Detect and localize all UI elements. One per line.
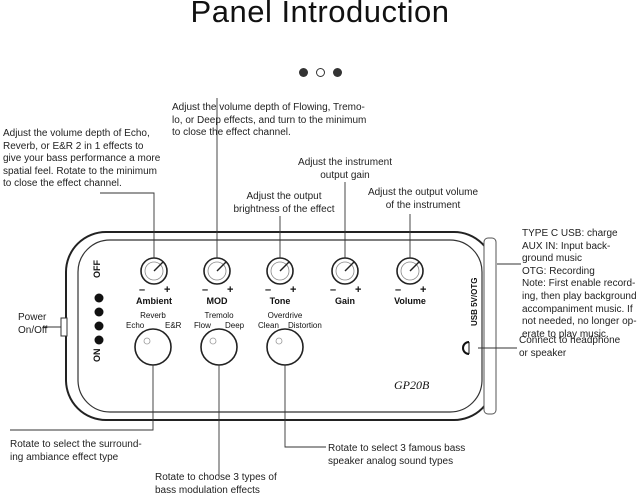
annotation-line: lo, or Deep effects, and turn to the min…: [172, 114, 367, 126]
selector-reverb-right: E&R: [165, 321, 182, 330]
annotation-line: Rotate to select 3 famous bass: [328, 443, 466, 454]
annotation-usb: TYPE C USB: charge AUX IN: Input back- g…: [522, 228, 640, 341]
annotation-line: Rotate to choose 3 types of: [155, 472, 277, 483]
knob-minus: –: [265, 284, 272, 296]
on-label: ON: [92, 348, 102, 363]
off-label: OFF: [92, 260, 102, 278]
annotation-line: spatial feel. Rotate to the minimum: [3, 165, 157, 177]
annotation-tremolo-knob: Rotate to choose 3 types of bass modulat…: [155, 472, 277, 497]
annotation-power: Power On/Off: [18, 312, 47, 337]
knob-ambient-label: Ambient: [136, 296, 172, 306]
knob-volume-label: Volume: [394, 296, 426, 306]
leader-overdrive: [284, 365, 326, 448]
annotation-line: to close the effect channel.: [172, 127, 291, 139]
knob-minus: –: [202, 284, 209, 296]
selector-overdrive-shape: [266, 328, 304, 366]
annotation-line: Adjust the volume depth of Echo,: [3, 128, 150, 139]
knob-plus: +: [420, 284, 427, 296]
usb-port-label: USB 5V/OTG: [470, 277, 479, 326]
knob-mod-shape: [203, 257, 231, 285]
pager-dot-3[interactable]: [332, 68, 342, 77]
annotation-gain: Adjust the instrument output gain: [295, 157, 395, 182]
led-3: [94, 321, 104, 331]
knob-mod-label: MOD: [206, 296, 228, 306]
annotation-line: Reverb, or E&R 2 in 1 effects to: [3, 140, 144, 152]
knob-plus: +: [355, 284, 362, 296]
page-title: Panel Introduction: [190, 0, 450, 29]
annotation-line: ground music: [522, 253, 583, 265]
selector-reverb-title: Reverb: [140, 311, 166, 320]
device-side-plate: [483, 237, 497, 415]
headphone-jack-icon: [462, 341, 470, 355]
annotation-line: AUX IN: Input back-: [522, 240, 611, 252]
knob-plus: +: [164, 284, 171, 296]
annotation-line: speaker analog sound types: [328, 455, 454, 467]
pager-dot-2[interactable]: [315, 68, 325, 77]
annotation-headphone: Connect to headphone or speaker: [519, 335, 620, 360]
annotation-line: not needed, no longer op-: [522, 316, 637, 328]
selector-overdrive-title: Overdrive: [267, 311, 303, 320]
annotation-line: of the instrument: [385, 199, 461, 211]
annotation-line: give your bass performance a more: [3, 153, 161, 165]
annotation-line: Adjust the output volume: [367, 187, 479, 198]
annotation-line: or speaker: [519, 347, 567, 359]
knob-volume-shape: [396, 257, 424, 285]
led-2: [94, 307, 104, 317]
led-1: [94, 293, 104, 303]
annotation-line: to close the effect channel.: [3, 178, 122, 190]
leader-reverb: [10, 365, 154, 431]
selector-tremolo-shape: [200, 328, 238, 366]
annotation-tone: Adjust the output brightness of the effe…: [225, 191, 343, 216]
pager-dot-1[interactable]: [298, 68, 308, 77]
pager-dots: [0, 68, 640, 80]
annotation-reverb-knob: Rotate to select the surround- ing ambia…: [10, 439, 142, 464]
model-label: GP20B: [394, 378, 430, 392]
annotation-line: TYPE C USB: charge: [522, 228, 618, 239]
annotation-volume: Adjust the output volume of the instrume…: [360, 187, 486, 212]
led-4: [94, 335, 104, 345]
selector-overdrive-left: Clean: [258, 321, 279, 330]
leader-ambient: [100, 192, 155, 258]
annotation-line: ing ambiance effect type: [10, 451, 119, 463]
annotation-line: Adjust the volume depth of Flowing, Trem…: [172, 102, 365, 113]
knob-minus: –: [395, 284, 402, 296]
selector-overdrive-right: Distortion: [288, 321, 322, 330]
annotation-mod: Adjust the volume depth of Flowing, Trem…: [172, 102, 366, 140]
annotation-line: OTG: Recording: [522, 265, 595, 277]
selector-tremolo-title: Tremolo: [204, 311, 234, 320]
knob-minus: –: [330, 284, 337, 296]
annotation-line: Power: [18, 312, 47, 323]
selector-reverb-left: Echo: [126, 321, 145, 330]
annotation-line: Adjust the output: [246, 191, 322, 202]
annotation-line: accompaniment music. If: [522, 303, 633, 315]
annotation-line: ing, then play background: [522, 290, 637, 302]
knob-gain-label: Gain: [334, 296, 355, 306]
selector-reverb-shape: [134, 328, 172, 366]
knob-plus: +: [227, 284, 234, 296]
selector-tremolo-right: Deep: [225, 321, 245, 330]
annotation-line: Note: First enable record-: [522, 278, 636, 290]
annotation-overdrive-knob: Rotate to select 3 famous bass speaker a…: [328, 443, 465, 468]
annotation-line: Adjust the instrument: [298, 157, 392, 168]
annotation-line: bass modulation effects: [155, 484, 260, 496]
annotation-line: Connect to headphone: [519, 335, 621, 346]
selector-tremolo-left: Flow: [194, 321, 211, 330]
annotation-line: brightness of the effect: [233, 203, 335, 215]
power-switch-nub: [60, 317, 68, 337]
annotation-ambient: Adjust the volume depth of Echo, Reverb,…: [3, 128, 160, 191]
knob-plus: +: [290, 284, 297, 296]
annotation-line: erate to play music.: [522, 328, 609, 340]
knob-minus: –: [139, 284, 146, 296]
knob-tone-label: Tone: [269, 296, 291, 306]
annotation-line: output gain: [320, 169, 370, 181]
knob-tone-shape: [266, 257, 294, 285]
knob-ambient-shape: [140, 257, 168, 285]
annotation-line: On/Off: [18, 324, 48, 336]
annotation-line: Rotate to select the surround-: [10, 439, 142, 450]
knob-gain-shape: [331, 257, 359, 285]
